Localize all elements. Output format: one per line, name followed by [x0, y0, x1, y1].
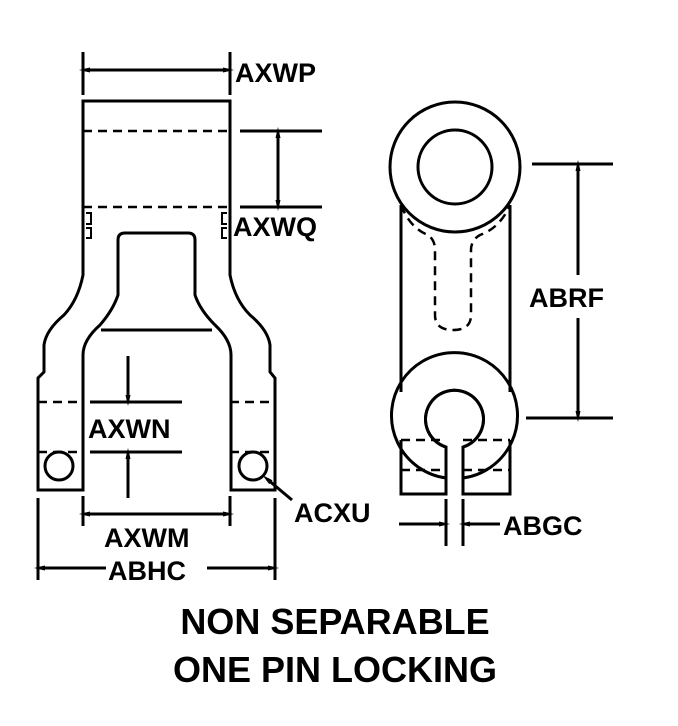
label-acxu: ACXU: [294, 498, 371, 528]
dimension-abrf: ABRF: [526, 159, 613, 423]
dimension-axwq: AXWQ: [233, 126, 322, 242]
yoke-front-view: [36, 99, 277, 492]
pin-hole-right: [237, 450, 269, 482]
label-abgc: ABGC: [503, 511, 583, 541]
label-axwq: AXWQ: [233, 212, 317, 242]
yoke-side-view: [388, 100, 522, 496]
dimension-abhc: ABHC: [33, 498, 280, 586]
dimension-abgc: ABGC: [399, 499, 583, 546]
dimension-axwm: AXWM: [78, 496, 235, 553]
label-axwm: AXWM: [104, 523, 189, 553]
label-abrf: ABRF: [529, 283, 604, 313]
label-axwp: AXWP: [235, 58, 316, 88]
callout-acxu: ACXU: [262, 475, 371, 528]
title-line-1: NON SEPARABLE: [180, 601, 489, 642]
label-axwn: AXWN: [88, 414, 171, 444]
dimension-axwp: AXWP: [78, 52, 316, 95]
title-line-2: ONE PIN LOCKING: [173, 649, 497, 690]
pin-hole-left: [43, 450, 75, 482]
dimension-axwn: AXWN: [88, 356, 182, 498]
label-abhc: ABHC: [108, 556, 186, 586]
